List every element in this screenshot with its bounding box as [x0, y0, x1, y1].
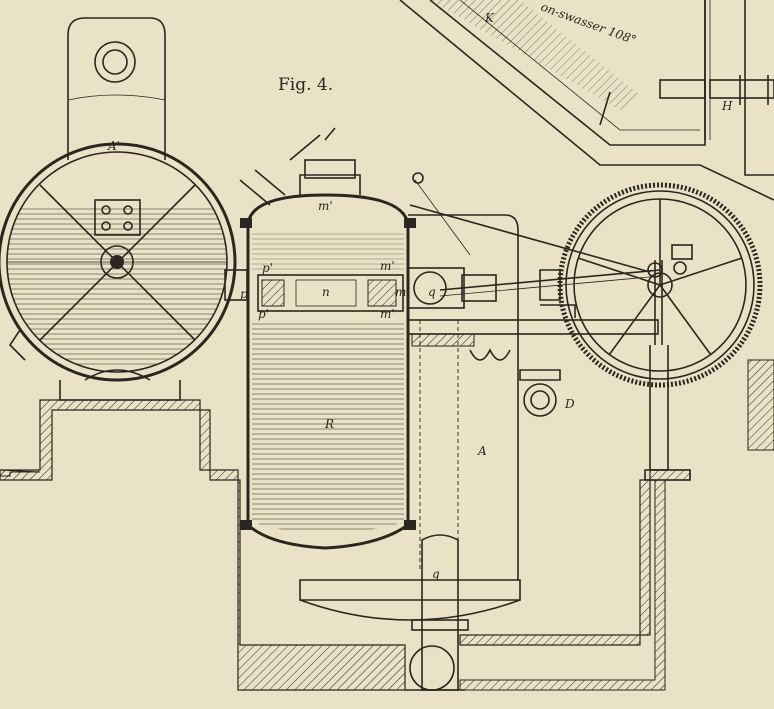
label-n: n [322, 285, 330, 299]
rear-vessel [299, 214, 659, 691]
label-p: p [240, 287, 248, 301]
label-D: D [564, 397, 575, 411]
label-A: A [477, 444, 487, 458]
foundation-masonry [0, 359, 774, 691]
gear-wheel [557, 182, 763, 388]
label-q-upper: q [428, 285, 436, 299]
pump-and-linkage [407, 172, 693, 481]
left-boiler-drum [0, 17, 248, 401]
label-K: K [484, 11, 495, 25]
label-H: H [721, 99, 733, 113]
label-m-prime-bottom: m' [380, 307, 395, 321]
label-p-prime-bottom: p' [258, 307, 269, 321]
label-m-prime-top: m' [380, 259, 395, 273]
label-m: m [395, 285, 406, 299]
central-vessel [239, 127, 416, 550]
inclined-trough [399, 0, 774, 201]
figure-title: Fig. 4. [278, 75, 333, 95]
label-R: R [324, 417, 334, 431]
label-m-prime-dome: m' [318, 199, 333, 213]
label-q-lower: q [432, 567, 440, 581]
label-A-prime: A' [107, 139, 120, 153]
label-p-prime-top: p' [262, 261, 273, 275]
